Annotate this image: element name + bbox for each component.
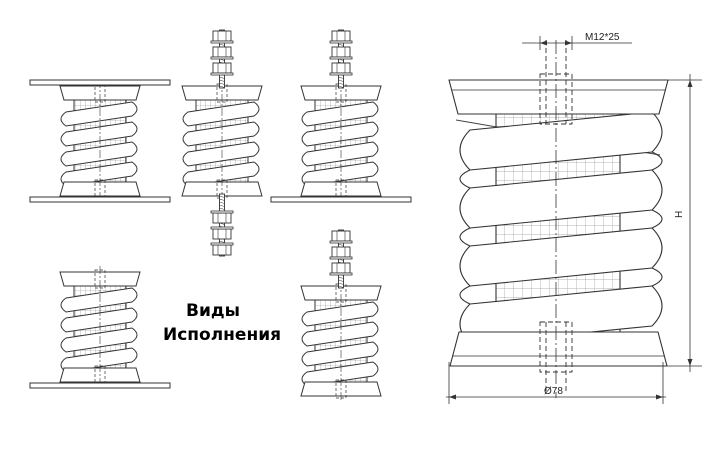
diameter-dimension-label: Ø78	[544, 386, 563, 397]
caption-line-2: Исполнения	[163, 325, 281, 345]
variant-view-2	[181, 29, 263, 257]
height-dimension-label: H	[674, 211, 685, 218]
thread-dimension-label: M12*25	[585, 32, 620, 43]
variant-view-5	[300, 229, 382, 402]
dimension-lines	[446, 36, 702, 404]
variant-view-1	[29, 79, 171, 203]
small-variant-views	[29, 29, 412, 402]
variant-view-3	[270, 29, 412, 203]
caption-line-1: Виды	[186, 301, 240, 321]
detailed-spring-mount	[448, 40, 669, 398]
variant-view-4	[29, 266, 171, 389]
